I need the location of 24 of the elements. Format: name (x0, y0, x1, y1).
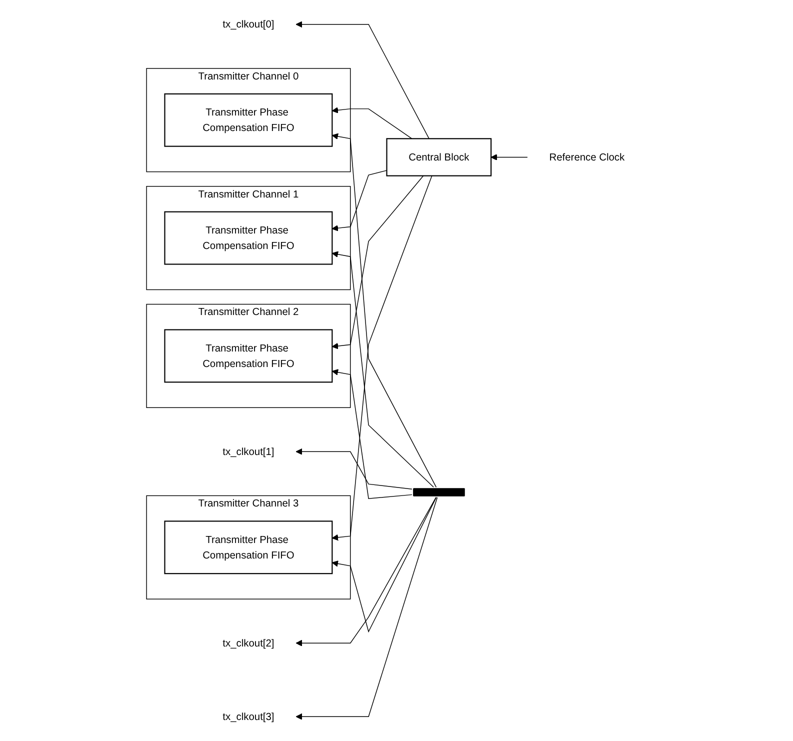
arrow (332, 175, 424, 350)
arrow (332, 496, 437, 633)
arrow (490, 154, 528, 160)
arrow (332, 251, 434, 488)
signal-label: tx_clkout[1] (222, 445, 274, 458)
process-box: Transmitter Phase Compensation FIFO (164, 520, 333, 574)
arrow (296, 496, 438, 720)
arrow (296, 21, 430, 140)
arrow (332, 175, 432, 541)
arrow (296, 448, 412, 490)
signal-label: Reference Clock (549, 151, 625, 163)
arrow (332, 133, 437, 488)
process-box: Central Block (386, 138, 492, 176)
arrow (332, 369, 412, 499)
arrow (296, 496, 436, 646)
process-box: Transmitter Phase Compensation FIFO (164, 329, 333, 383)
process-box: Transmitter Phase Compensation FIFO (164, 93, 333, 147)
arrow (332, 107, 412, 140)
signal-label: tx_clkout[2] (222, 636, 274, 649)
signal-label: tx_clkout[3] (222, 710, 274, 722)
signal-label: tx_clkout[0] (222, 18, 274, 30)
bus-bar (413, 488, 465, 496)
arrow (332, 170, 388, 232)
process-box: Transmitter Phase Compensation FIFO (164, 211, 333, 265)
